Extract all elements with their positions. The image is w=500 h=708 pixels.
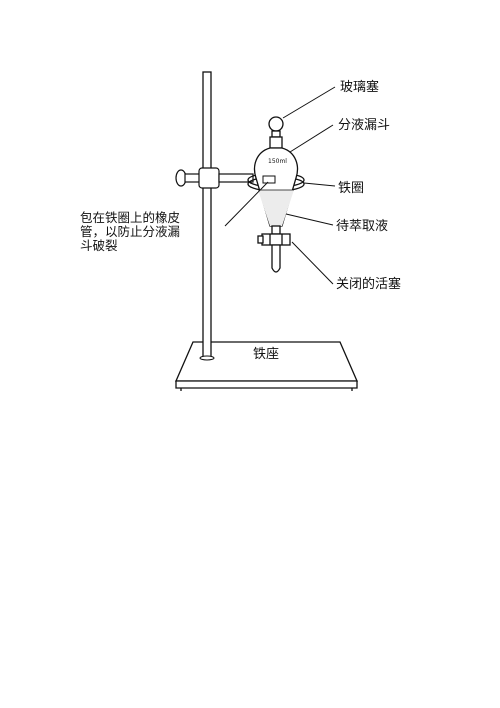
stopcock — [261, 233, 291, 246]
iron-stand-rod — [199, 71, 215, 361]
label-separatory-funnel: 分液漏斗 — [338, 117, 390, 133]
leader-separatory-funnel — [289, 124, 334, 153]
note-line-3: 斗破裂 — [80, 238, 118, 253]
note-line-2: 管，以防止分液漏 — [80, 224, 180, 239]
note-line-1: 包在铁圈上的橡皮 — [80, 210, 180, 225]
label-closed-stopcock: 关闭的活塞 — [336, 276, 401, 292]
leader-stopcock — [291, 241, 334, 285]
clamp-boss — [175, 167, 254, 189]
iron-base — [175, 341, 358, 391]
funnel-volume-mark: 150ml — [268, 158, 287, 165]
leader-iron-ring — [303, 182, 336, 187]
label-glass-stopper: 玻璃塞 — [340, 79, 379, 95]
label-iron-base: 铁座 — [253, 347, 279, 362]
label-liquid-to-extract: 待萃取液 — [336, 219, 388, 234]
leader-glass-stopper — [282, 86, 336, 119]
leader-liquid — [285, 213, 334, 226]
glass-stopper — [268, 116, 284, 132]
separatory-funnel — [253, 116, 299, 273]
label-iron-ring: 铁圈 — [338, 181, 364, 196]
rubber-tubing — [262, 175, 276, 184]
leader-rubber-tubing — [224, 181, 269, 227]
